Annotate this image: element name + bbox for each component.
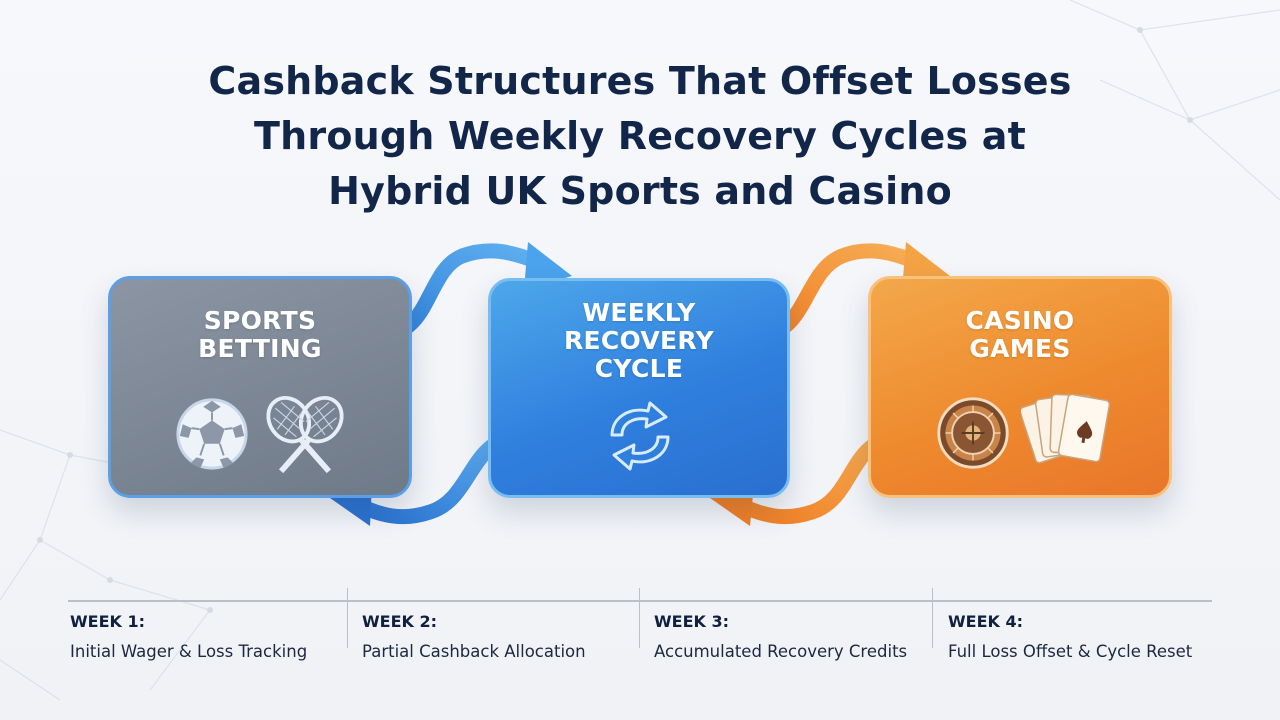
weekly-recovery-cycle-card: WEEKLY RECOVERY CYCLE (488, 278, 790, 498)
timeline-divider (932, 588, 933, 648)
playing-cards-icon (1021, 393, 1111, 464)
timeline-week-3: WEEK 3: Accumulated Recovery Credits (654, 612, 934, 663)
timeline-divider (347, 588, 348, 648)
title-line-3: Hybrid UK Sports and Casino (328, 169, 952, 213)
timeline-line (68, 600, 1212, 602)
week-2-description: Partial Cashback Allocation (362, 642, 586, 661)
timeline-week-4: WEEK 4: Full Loss Offset & Cycle Reset (948, 612, 1228, 663)
casino-games-card: CASINO GAMES (868, 276, 1172, 498)
title-line-1: Cashback Structures That Offset Losses (208, 59, 1072, 103)
week-2-title: WEEK 2: (362, 612, 438, 631)
recycle-arrows-icon (610, 401, 670, 471)
roulette-wheel-icon (937, 397, 1009, 469)
timeline-divider (639, 588, 640, 648)
soccer-ball-icon (176, 398, 248, 470)
sports-betting-card: SPORTS BETTING (108, 276, 412, 498)
week-1-description: Initial Wager & Loss Tracking (70, 642, 308, 661)
week-4-title: WEEK 4: (948, 612, 1024, 631)
week-1-title: WEEK 1: (70, 612, 146, 631)
casino-games-label: CASINO GAMES (965, 306, 1075, 363)
week-3-title: WEEK 3: (654, 612, 730, 631)
timeline-week-2: WEEK 2: Partial Cashback Allocation (362, 612, 642, 663)
week-4-description: Full Loss Offset & Cycle Reset (948, 642, 1193, 661)
tennis-rackets-icon (266, 396, 344, 474)
timeline-week-1: WEEK 1: Initial Wager & Loss Tracking (70, 612, 350, 663)
weekly-recovery-cycle-label: WEEKLY RECOVERY CYCLE (563, 298, 715, 383)
week-3-description: Accumulated Recovery Credits (654, 642, 908, 661)
page-title: Cashback Structures That Offset Losses T… (140, 54, 1140, 219)
title-line-2: Through Weekly Recovery Cycles at (254, 114, 1026, 158)
sports-betting-label: SPORTS BETTING (198, 306, 322, 363)
